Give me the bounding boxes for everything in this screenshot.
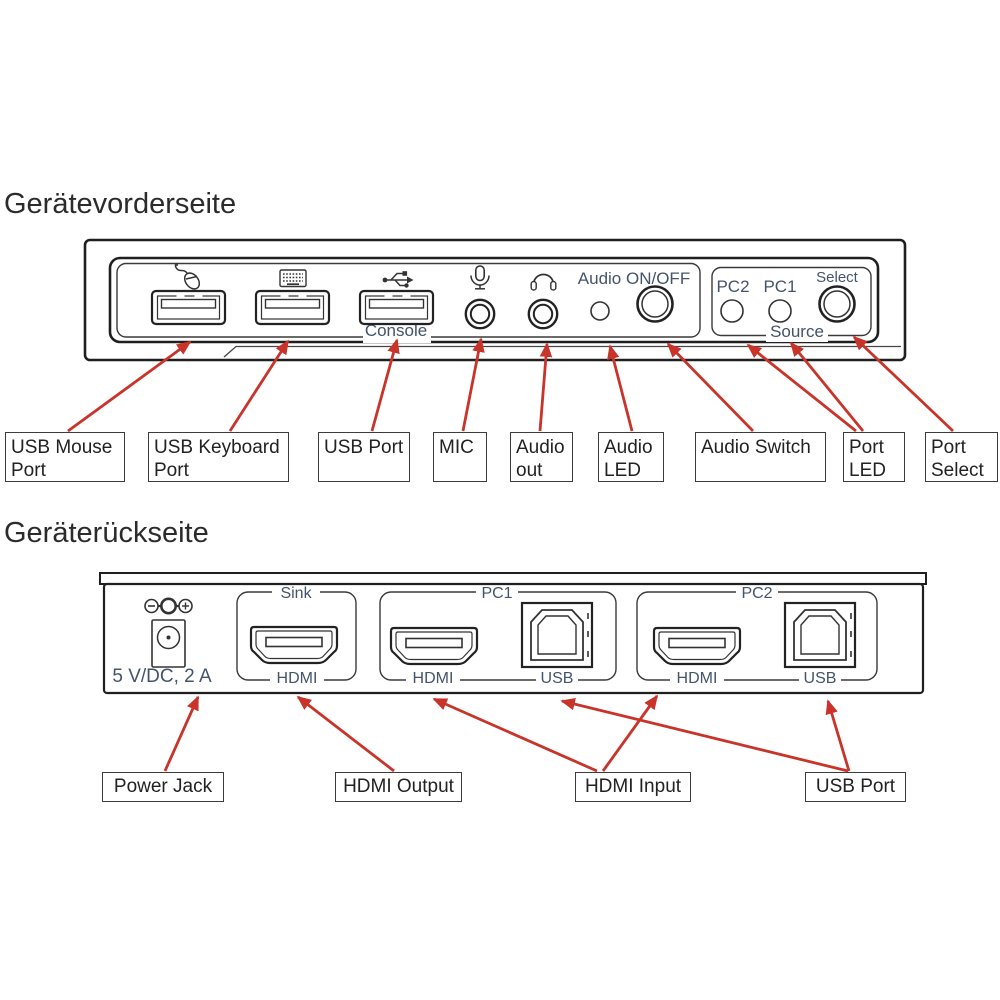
callout-port-led: Port LED [843, 432, 905, 482]
console-label-gap [363, 329, 431, 343]
pc1-hdmi-label: HDMI [413, 670, 454, 687]
arrow-audio-led [607, 344, 634, 432]
back-side-title: Geräterückseite [4, 517, 209, 549]
back-panel: 5 V/DC, 2 A Sink HDMI PC1 HDMI USB PC2 [99, 572, 927, 695]
pc1-label-gap [476, 586, 518, 599]
pc2-led-label: PC2 [716, 277, 749, 296]
arrow-port-select [852, 335, 954, 433]
callout-usb-port: USB Port [805, 772, 906, 802]
back-panel-top-band [99, 572, 927, 585]
pc2-led [720, 299, 744, 323]
audio-on-off-label: Audio ON/OFF [578, 269, 690, 288]
hdmi-output-port [249, 625, 339, 665]
pc2-label-gap [736, 586, 778, 599]
callout-usb-keyboard-port: USB Keyboard Port [148, 432, 289, 482]
source-label-gap [766, 328, 828, 342]
audio-switch-button-inner [641, 290, 669, 318]
mouse-icon [174, 262, 201, 290]
arrow-audio-switch [666, 342, 755, 432]
arrow-usb-port [370, 338, 400, 432]
keyboard-icon [279, 269, 307, 288]
port-select-button-inner [823, 290, 851, 318]
pc1-group-label: PC1 [481, 585, 512, 602]
sink-hdmi-label: HDMI [277, 670, 318, 687]
sink-group-label: Sink [280, 585, 312, 602]
pc2-usb-gap [799, 672, 841, 686]
pc2-usb-port [783, 601, 857, 669]
sink-label-gap [272, 586, 320, 599]
pc1-led-label: PC1 [763, 277, 796, 296]
pc1-usb-gap [536, 672, 578, 686]
usb-icon [382, 271, 414, 288]
mic-jack-inner [469, 303, 491, 325]
callout-arrows [67, 335, 954, 773]
pc1-hdmi-port [389, 626, 479, 666]
usb-console-port [358, 289, 435, 326]
callout-power-jack: Power Jack [102, 772, 224, 802]
pc1-hdmi-gap [406, 672, 460, 686]
audio-out-jack-inner [532, 303, 554, 325]
callout-usb-mouse-port: USB Mouse Port [5, 432, 125, 482]
arrow-usb-port-pc2 [825, 699, 851, 772]
audio-led [590, 301, 610, 321]
arrow-hdmi-input-pc1 [432, 697, 598, 773]
pc1-usb-port [520, 601, 594, 669]
headphones-icon [530, 273, 557, 291]
arrow-usb-port-pc1 [560, 697, 849, 773]
callout-mic: MIC [433, 432, 487, 482]
sink-hdmi-gap [270, 672, 324, 686]
arrow-power-jack [163, 695, 200, 772]
front-panel: Console [83, 238, 907, 362]
front-side-title: Gerätevorderseite [4, 188, 237, 220]
callout-usb-port: USB Port [318, 432, 410, 482]
source-label: Source [770, 322, 824, 341]
pc2-hdmi-label: HDMI [677, 670, 718, 687]
power-jack [151, 619, 186, 668]
callout-audio-out: Audio out [510, 432, 573, 482]
pc2-group-label: PC2 [741, 585, 772, 602]
pc2-usb-label: USB [804, 670, 837, 687]
arrow-usb-mouse [67, 340, 192, 433]
pc1-led [768, 299, 792, 323]
callout-hdmi-output: HDMI Output [335, 772, 462, 802]
callout-hdmi-input: HDMI Input [575, 772, 691, 802]
usb-keyboard-port [254, 289, 331, 326]
dc-polarity-icon [144, 597, 193, 615]
back-panel-chassis [102, 582, 925, 695]
arrow-port-led-pc2 [746, 343, 857, 433]
callout-audio-switch: Audio Switch [695, 432, 826, 482]
pc1-usb-label: USB [541, 670, 574, 687]
pc2-hdmi-gap [670, 672, 724, 686]
arrow-hdmi-input-pc2 [601, 694, 659, 772]
arrow-audio-out [538, 342, 553, 432]
callout-port-select: Port Select [925, 432, 998, 482]
power-rating-label: 5 V/DC, 2 A [112, 666, 212, 687]
arrow-usb-keyboard [228, 339, 290, 432]
pc2-hdmi-port [652, 626, 742, 666]
arrow-hdmi-output [296, 695, 395, 773]
select-button-label: Select [816, 269, 859, 286]
callout-audio-led: Audio LED [598, 432, 664, 482]
console-label: Console [365, 321, 427, 340]
arrow-mic [461, 337, 485, 432]
mic-icon [470, 265, 490, 290]
arrow-port-led-pc1 [789, 341, 865, 432]
usb-mouse-port [150, 289, 227, 326]
